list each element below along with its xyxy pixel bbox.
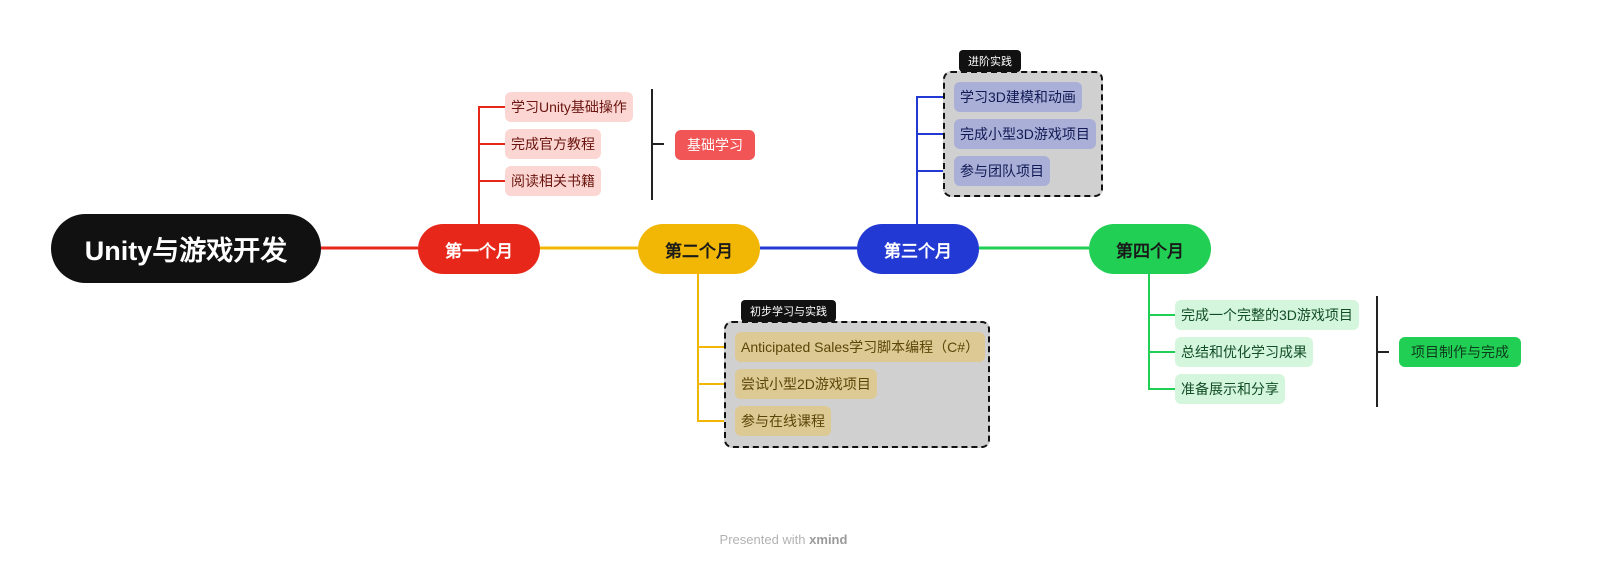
month1-item-official-tutorial[interactable]: 完成官方教程 bbox=[505, 129, 601, 159]
month2-item-csharp[interactable]: Anticipated Sales学习脚本编程（C#） bbox=[735, 332, 986, 362]
month1-item-unity-basics[interactable]: 学习Unity基础操作 bbox=[505, 92, 633, 122]
month4-summary[interactable]: 项目制作与完成 bbox=[1399, 337, 1521, 367]
footer-prefix: Presented with bbox=[719, 532, 806, 547]
month-2-topic[interactable]: 第二个月 bbox=[638, 224, 760, 274]
m1-summary-bracket bbox=[651, 89, 664, 200]
m1-branch bbox=[478, 106, 505, 224]
month4-item-full-3d-game[interactable]: 完成一个完整的3D游戏项目 bbox=[1175, 300, 1359, 330]
month3-item-3d-project[interactable]: 完成小型3D游戏项目 bbox=[954, 119, 1096, 149]
month-1-topic[interactable]: 第一个月 bbox=[418, 224, 540, 274]
month4-item-showcase[interactable]: 准备展示和分享 bbox=[1175, 374, 1285, 404]
presented-with-footer: Presented with xmind bbox=[0, 532, 1567, 547]
m4-summary-bracket bbox=[1376, 296, 1389, 407]
month1-summary[interactable]: 基础学习 bbox=[675, 130, 755, 160]
month2-group-label: 初步学习与实践 bbox=[741, 300, 836, 322]
m4-branch bbox=[1148, 274, 1175, 390]
month1-item-books[interactable]: 阅读相关书籍 bbox=[505, 166, 601, 196]
month2-item-online-course[interactable]: 参与在线课程 bbox=[735, 406, 831, 436]
month3-group-label: 进阶实践 bbox=[959, 50, 1021, 72]
root-topic[interactable]: Unity与游戏开发 bbox=[51, 214, 321, 283]
month2-item-2d-project[interactable]: 尝试小型2D游戏项目 bbox=[735, 369, 877, 399]
month4-item-summarize[interactable]: 总结和优化学习成果 bbox=[1175, 337, 1313, 367]
month3-item-team-project[interactable]: 参与团队项目 bbox=[954, 156, 1050, 186]
xmind-brand: xmind bbox=[809, 532, 848, 547]
month-4-topic[interactable]: 第四个月 bbox=[1089, 224, 1211, 274]
month3-item-3d-modeling[interactable]: 学习3D建模和动画 bbox=[954, 82, 1082, 112]
month-3-topic[interactable]: 第三个月 bbox=[857, 224, 979, 274]
